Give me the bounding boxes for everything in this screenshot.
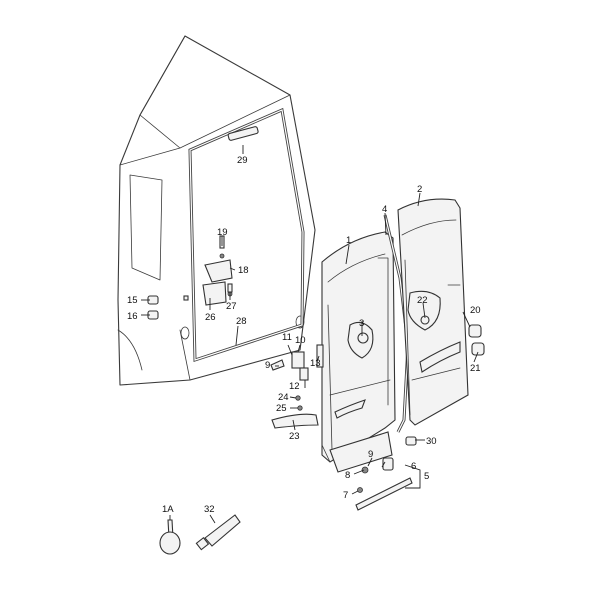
callout-28: 28 xyxy=(236,316,247,327)
callout-21: 21 xyxy=(470,363,481,374)
callout-32: 32 xyxy=(204,504,215,515)
callout-10: 10 xyxy=(295,335,306,346)
callout-9: 9 xyxy=(265,360,270,371)
callout-11: 11 xyxy=(282,332,292,343)
callout-23: 23 xyxy=(289,431,300,442)
callout-3: 3 xyxy=(359,318,364,329)
callout-16: 16 xyxy=(127,311,138,322)
callout-30: 30 xyxy=(426,436,437,447)
callout-19: 19 xyxy=(217,227,228,238)
callout-4: 4 xyxy=(382,204,387,215)
grease-tube-32 xyxy=(195,514,241,551)
lock-mechanism xyxy=(270,344,324,381)
callout-labels: 1 2 4 29 19 18 27 26 28 15 16 22 3 20 21… xyxy=(127,155,481,515)
callout-6: 6 xyxy=(411,461,416,472)
door-bottom-plate xyxy=(329,431,393,473)
callout-1: 1 xyxy=(346,235,351,246)
callout-9b: 9 xyxy=(368,449,373,460)
callout-24: 24 xyxy=(278,392,289,403)
callout-2: 2 xyxy=(417,184,422,195)
door-handle xyxy=(271,395,319,429)
callout-5: 5 xyxy=(424,471,429,482)
callout-15: 15 xyxy=(127,295,138,306)
door-stops xyxy=(405,324,485,446)
body-buffers xyxy=(147,295,189,320)
van-body xyxy=(117,35,316,386)
third-brake-light xyxy=(227,126,259,141)
locking-rod xyxy=(355,457,413,511)
callout-7: 7 xyxy=(343,490,348,501)
rear-door-panel-inner xyxy=(321,231,396,463)
callout-12: 12 xyxy=(289,381,300,392)
callout-26: 26 xyxy=(205,312,216,323)
callout-27: 27 xyxy=(226,301,237,312)
callout-13: 13 xyxy=(310,358,321,369)
hinge-assembly xyxy=(202,253,233,306)
callout-1A: 1A xyxy=(162,504,174,515)
callout-25: 25 xyxy=(276,403,287,414)
rear-door-panel-outer xyxy=(397,198,469,426)
door-opening-seal xyxy=(188,107,305,363)
callout-22: 22 xyxy=(417,295,428,306)
leader-lines xyxy=(141,145,479,524)
callout-8: 8 xyxy=(345,470,350,481)
tool-1A xyxy=(159,519,181,555)
callout-18: 18 xyxy=(238,265,249,276)
callout-29: 29 xyxy=(237,155,248,166)
callout-20: 20 xyxy=(470,305,481,316)
